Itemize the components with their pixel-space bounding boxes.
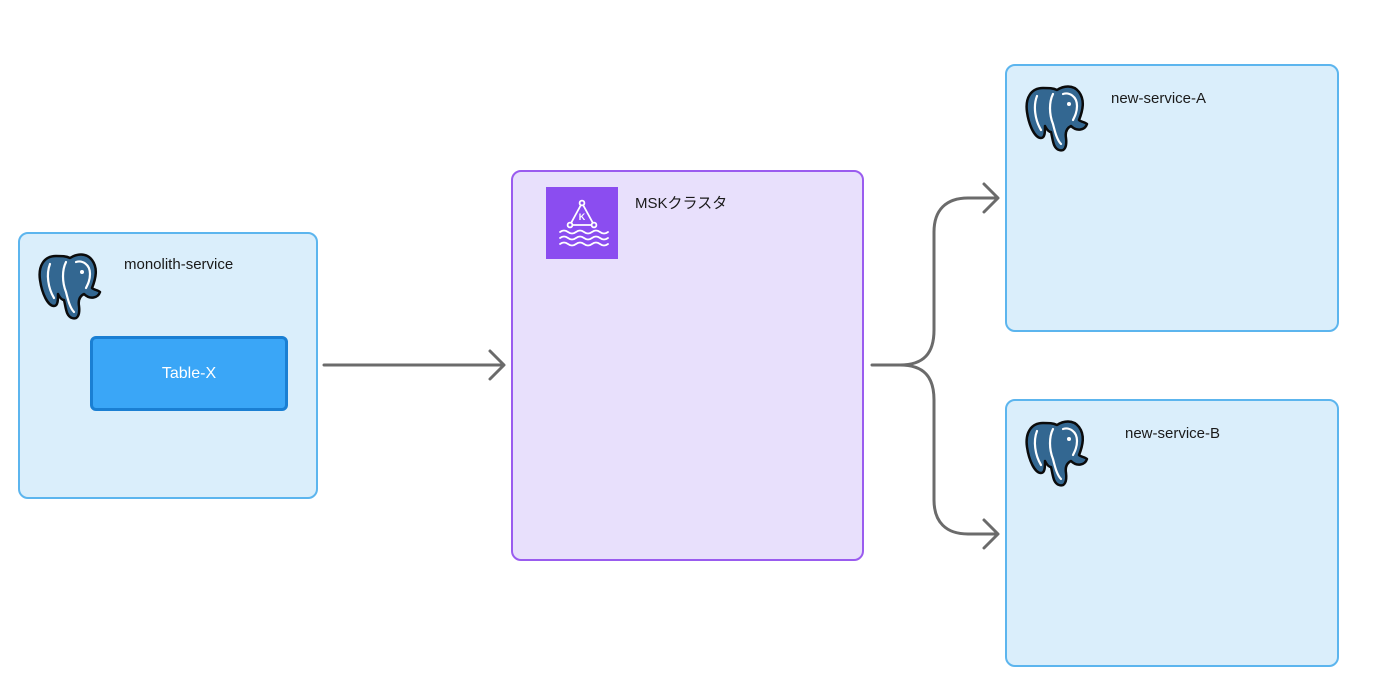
svg-text:K: K bbox=[579, 212, 586, 222]
edge-msk-to-service-b bbox=[898, 363, 1000, 550]
msk-cluster-node[interactable]: K MSKクラスタ bbox=[511, 170, 864, 561]
monolith-service-label: monolith-service bbox=[124, 256, 234, 273]
amazon-msk-icon: K bbox=[546, 187, 618, 259]
table-x-box[interactable]: Table-X bbox=[90, 336, 288, 411]
new-service-a-label: new-service-A bbox=[1111, 90, 1207, 107]
monolith-service-node[interactable]: monolith-service Table-X bbox=[18, 232, 318, 499]
new-service-b-label: new-service-B bbox=[1125, 425, 1221, 442]
new-service-a-node[interactable]: new-service-A bbox=[1005, 64, 1339, 332]
new-service-b-node[interactable]: new-service-B bbox=[1005, 399, 1339, 667]
msk-cluster-label: MSKクラスタ bbox=[635, 195, 728, 212]
edge-msk-to-service-a bbox=[870, 182, 1000, 367]
table-x-label: Table-X bbox=[161, 364, 217, 382]
edge-monolith-to-msk bbox=[322, 349, 506, 381]
